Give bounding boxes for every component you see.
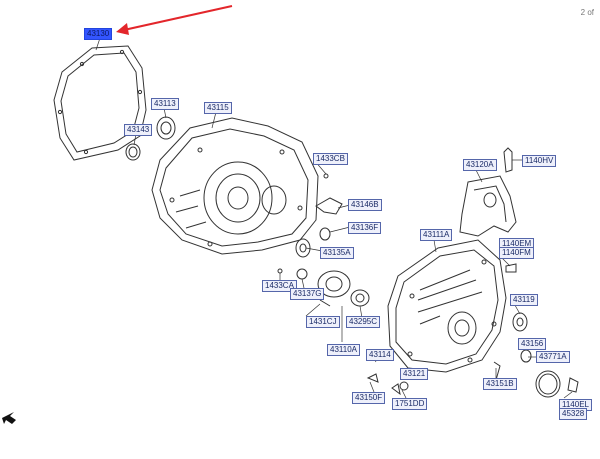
bearing-43113: [156, 116, 176, 140]
label-43114[interactable]: 43114: [366, 349, 394, 361]
label-43295c[interactable]: 43295C: [346, 316, 381, 328]
label-43771a[interactable]: 43771A: [536, 351, 570, 363]
label-45328[interactable]: 45328: [559, 408, 588, 420]
label-43113[interactable]: 43113: [151, 98, 179, 110]
label-1751dd[interactable]: 1751DD: [392, 398, 428, 410]
seal-43143: [125, 143, 141, 161]
label-43143[interactable]: 43143: [124, 124, 153, 136]
gasket-drawing: [53, 45, 147, 161]
corner-arrow-icon: [2, 412, 16, 424]
label-43130[interactable]: 43130: [84, 28, 113, 40]
clutch-housing-43115: [151, 117, 319, 255]
bracket-43120a: [459, 147, 517, 237]
label-43146b[interactable]: 43146B: [348, 199, 382, 211]
label-43136f[interactable]: 43136F: [348, 222, 382, 234]
red-pointer-arrow: [116, 5, 233, 35]
label-1431cj[interactable]: 1431CJ: [306, 316, 340, 328]
label-43110a[interactable]: 43110A: [327, 344, 360, 356]
label-43137g[interactable]: 43137G: [290, 288, 325, 300]
page-indicator: 2 of: [580, 8, 594, 17]
label-1433cb[interactable]: 1433CB: [313, 153, 348, 165]
label-43111a[interactable]: 43111A: [420, 229, 453, 241]
small-parts-center: [277, 173, 370, 307]
label-43150f[interactable]: 43150F: [352, 392, 386, 404]
label-43119[interactable]: 43119: [510, 294, 538, 306]
label-43135a[interactable]: 43135A: [320, 247, 354, 259]
transmission-case-43111a: [387, 239, 507, 373]
label-43120a[interactable]: 43120A: [463, 159, 497, 171]
label-43115[interactable]: 43115: [204, 102, 232, 114]
label-43151b[interactable]: 43151B: [483, 378, 517, 390]
label-43121[interactable]: 43121: [400, 368, 429, 380]
label-1140hv[interactable]: 1140HV: [522, 155, 557, 167]
label-1433ca[interactable]: 1433CA: [262, 280, 297, 292]
small-parts-right: [366, 263, 579, 398]
label-43156[interactable]: 43156: [518, 338, 547, 350]
label-1140fm[interactable]: 1140FM: [499, 247, 534, 259]
